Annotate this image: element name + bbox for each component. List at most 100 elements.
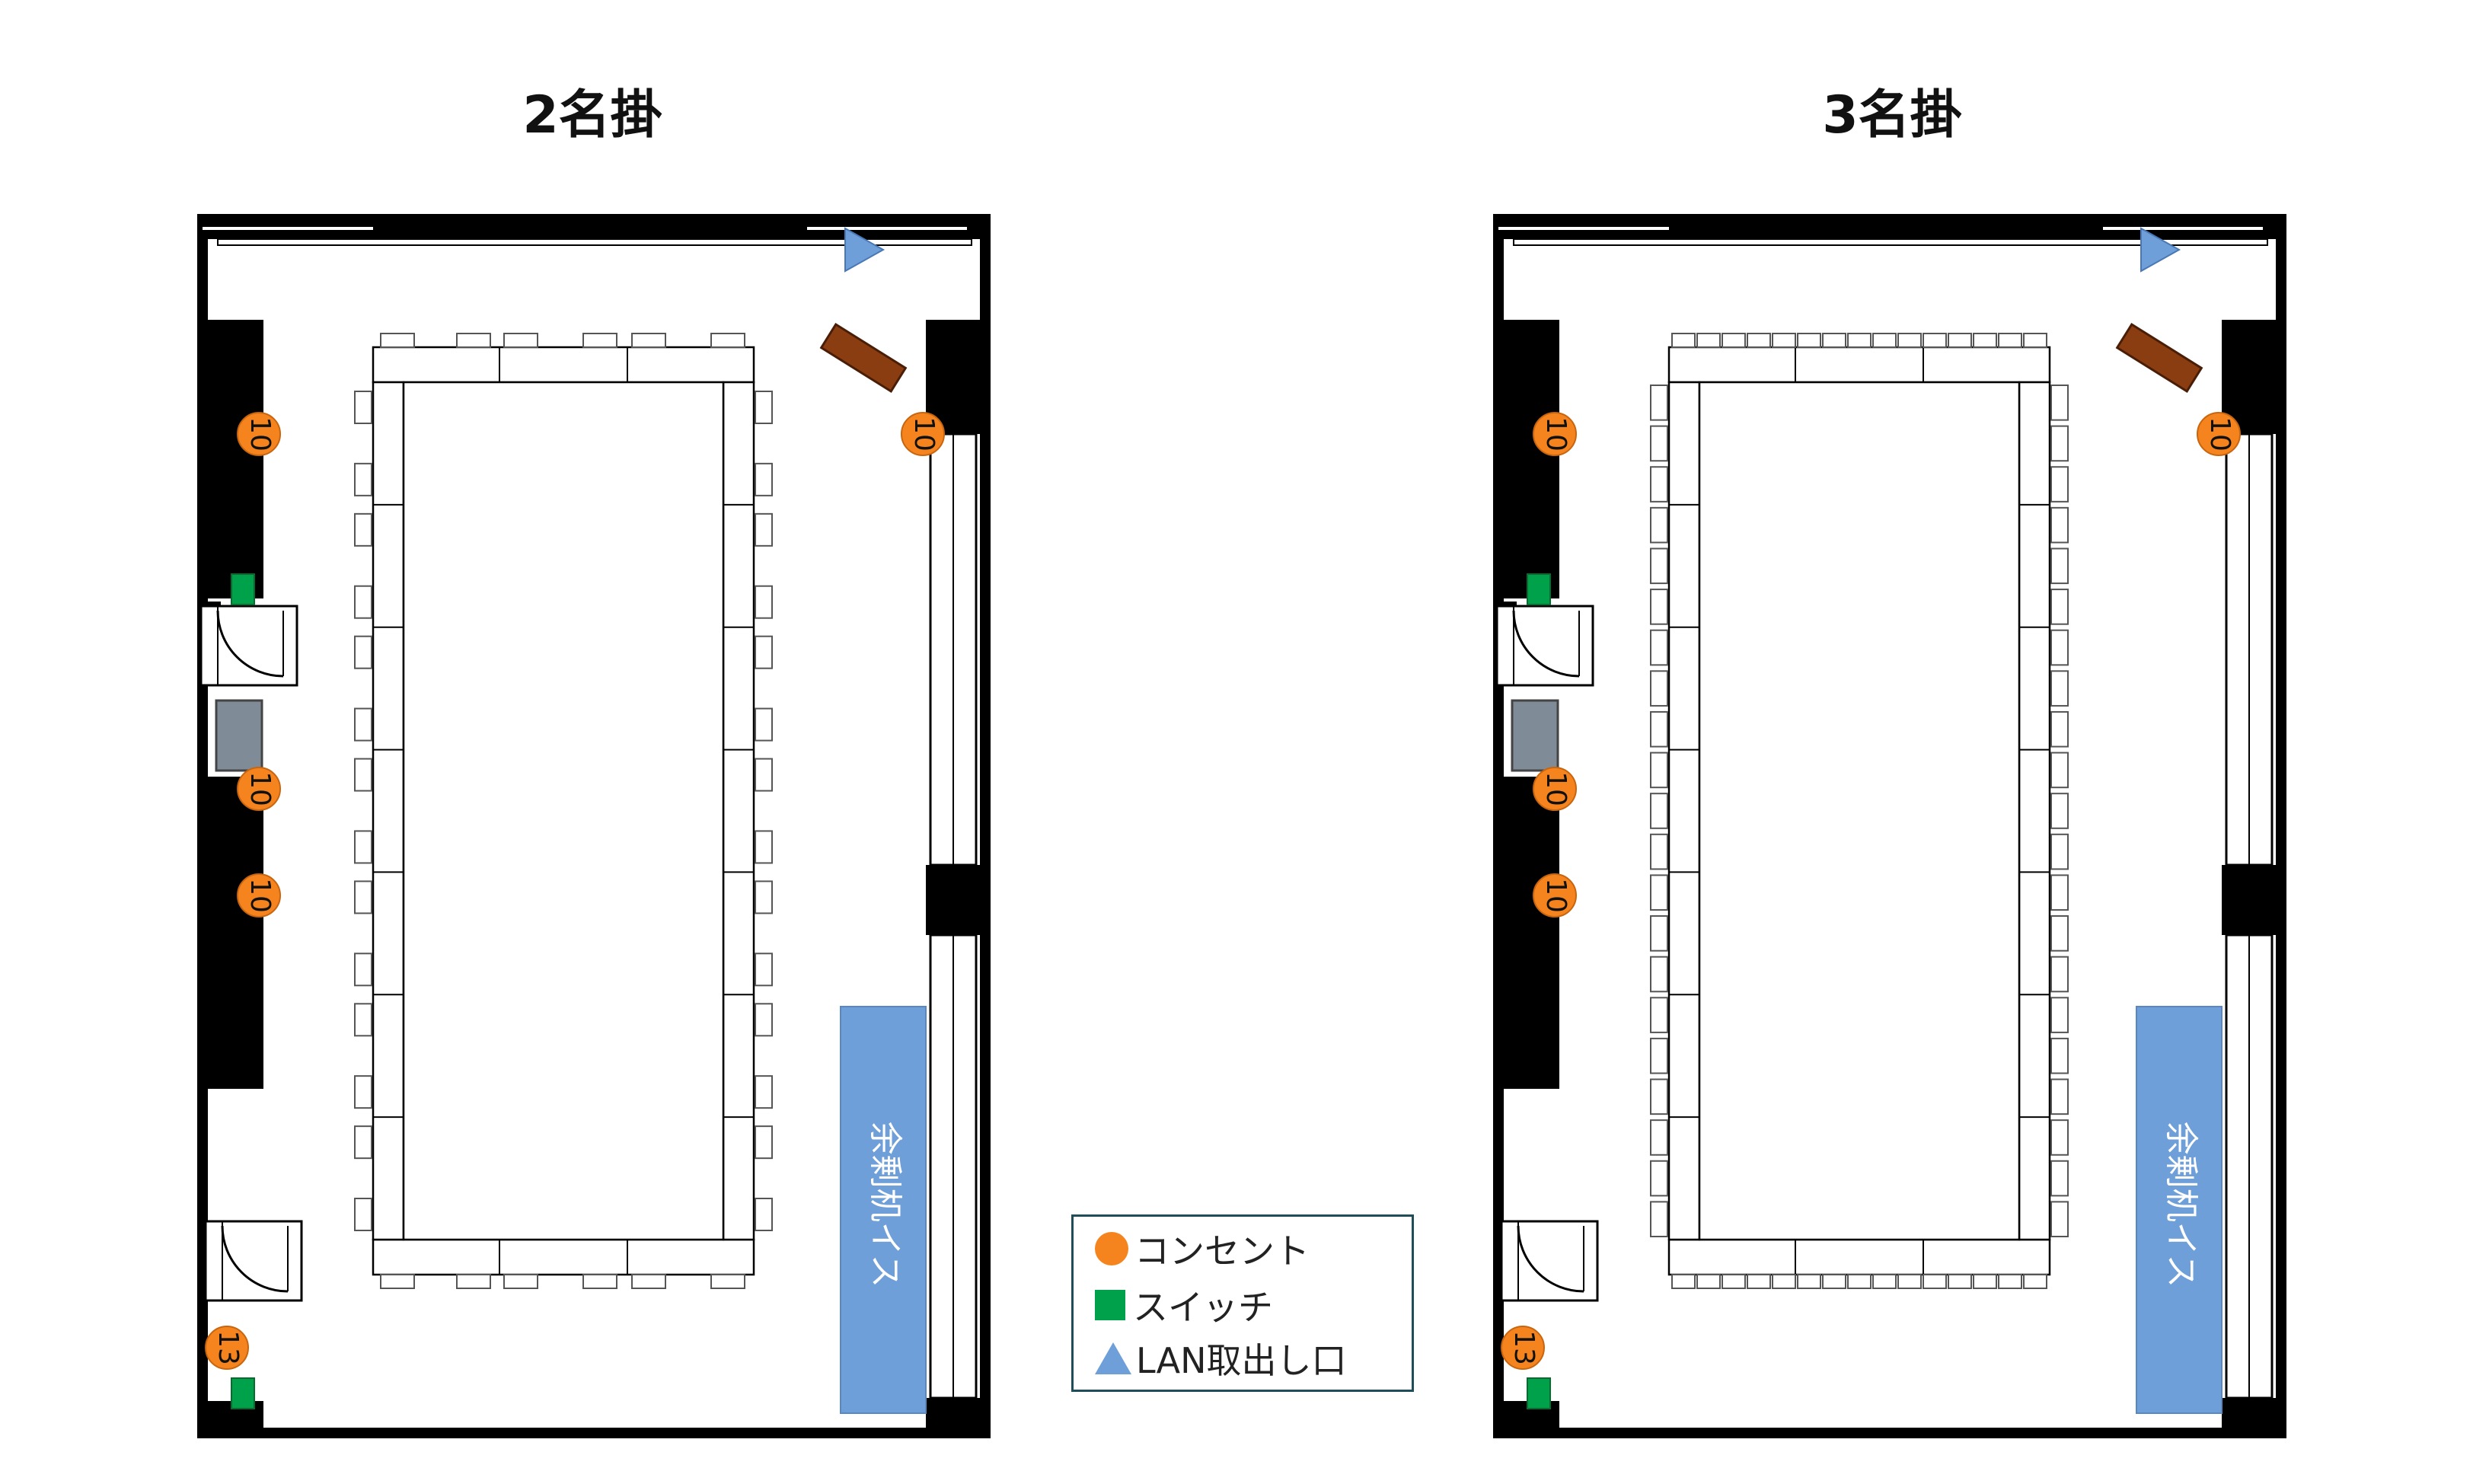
plan-title-3-seat: 3名掛: [1822, 85, 1962, 145]
chair: [1998, 333, 2022, 348]
chair: [1973, 333, 1997, 348]
chair: [755, 953, 773, 987]
chair: [1772, 333, 1796, 348]
chair: [2050, 466, 2069, 503]
outlet-amperage-label: 10: [2204, 416, 2235, 452]
chair: [1797, 333, 1821, 348]
chair: [354, 1198, 372, 1231]
right-wall-block-2: [2222, 865, 2283, 935]
switch-lower: [231, 1377, 255, 1409]
chair: [2023, 333, 2047, 348]
chair: [1872, 1274, 1897, 1289]
right-wall-block-2: [926, 865, 987, 935]
chair: [755, 635, 773, 669]
chair: [1650, 915, 1668, 952]
table-bottom-row: [372, 1238, 755, 1276]
outlet-icon: [901, 412, 945, 456]
chair: [1671, 1274, 1696, 1289]
chair: [2050, 589, 2069, 625]
outlet-icon: [2197, 412, 2241, 456]
chair: [354, 758, 372, 792]
chair: [503, 1274, 538, 1289]
chair: [1872, 333, 1897, 348]
chair: [1650, 466, 1668, 503]
chair: [354, 391, 372, 424]
table-right-col: [722, 381, 755, 1241]
chair: [755, 830, 773, 864]
shelf: [819, 323, 908, 393]
chair: [2050, 506, 2069, 544]
chair: [755, 1075, 773, 1109]
chair: [354, 1003, 372, 1037]
switch-upper: [231, 573, 255, 605]
chair: [354, 953, 372, 987]
chair: [1650, 425, 1668, 462]
chair: [755, 512, 773, 547]
chair: [1650, 1078, 1668, 1115]
chair: [1923, 1274, 1947, 1289]
left-wall-block-1: [198, 320, 263, 598]
chair: [354, 880, 372, 914]
legend-outlet: コンセント: [1095, 1226, 1310, 1272]
outlet-icon: [237, 873, 281, 918]
chair: [2050, 547, 2069, 585]
chair: [354, 1075, 372, 1109]
outlet-amperage-label: 10: [244, 878, 276, 913]
chair: [1747, 1274, 1771, 1289]
outlet-amperage-label: 13: [212, 1330, 244, 1365]
chair: [2050, 915, 2069, 952]
chair: [1923, 333, 1947, 348]
chair: [2050, 670, 2069, 707]
lan-port-icon: [1095, 1342, 1131, 1374]
table-bottom-row: [1667, 1238, 2051, 1276]
chair: [354, 635, 372, 669]
outlet-icon: [237, 767, 281, 811]
legend-lan-label: LAN取出し口: [1136, 1340, 1347, 1381]
outlet-amperage-label: 10: [1540, 771, 1572, 806]
chair: [755, 758, 773, 792]
chair: [1650, 547, 1668, 585]
legend-box: コンセント スイッチ LAN取出し口: [1071, 1214, 1414, 1392]
chair: [1650, 997, 1668, 1033]
chair: [755, 1003, 773, 1037]
chair: [755, 391, 773, 424]
spare-furniture-label: 余剰机イス: [866, 1122, 905, 1288]
chair: [2050, 385, 2069, 421]
chair: [2050, 793, 2069, 829]
chair: [1650, 710, 1668, 748]
shelf: [2115, 323, 2203, 393]
chair: [1650, 752, 1668, 789]
chair: [1973, 1274, 1997, 1289]
chair: [1650, 670, 1668, 707]
chair: [354, 585, 372, 619]
chair: [755, 462, 773, 496]
chair: [354, 512, 372, 547]
chair: [1671, 333, 1696, 348]
chair: [1847, 333, 1872, 348]
legend-switch: スイッチ: [1095, 1282, 1273, 1328]
chair: [380, 333, 415, 348]
chair: [582, 1274, 617, 1289]
outlet-icon: [1095, 1232, 1128, 1265]
outlet-amperage-label: 10: [244, 771, 276, 806]
chair: [2050, 874, 2069, 911]
table-left-col: [372, 381, 405, 1241]
chair: [631, 333, 666, 348]
spare-furniture-area: [2136, 1006, 2223, 1414]
left-wall-block-2: [198, 777, 263, 1089]
chair: [1847, 1274, 1872, 1289]
chair: [1747, 333, 1771, 348]
chair: [2050, 752, 2069, 789]
chair: [2050, 425, 2069, 462]
chair: [2050, 1160, 2069, 1197]
chair: [354, 462, 372, 496]
chair: [2050, 956, 2069, 993]
table-center-void: [1698, 381, 2021, 1241]
door-upper-swing: [216, 610, 284, 678]
chair: [2023, 1274, 2047, 1289]
lan-port-icon: [2140, 227, 2181, 273]
outlet-amperage-label: 10: [1540, 416, 1572, 452]
